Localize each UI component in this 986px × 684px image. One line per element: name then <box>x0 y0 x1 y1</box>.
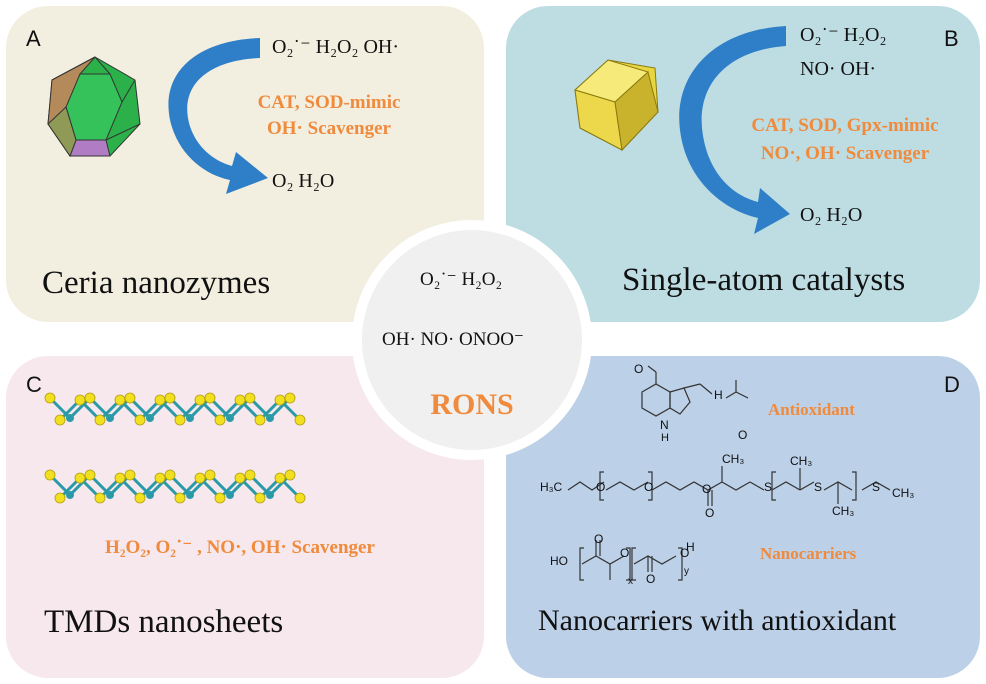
polymer-ch3-2-label: CH₃ <box>790 454 813 468</box>
polymer-o2-label: O <box>644 480 654 494</box>
plga-o1-label: O <box>594 532 604 546</box>
panel-single-atom-catalysts <box>506 6 980 322</box>
panel-letter-c: C <box>26 372 42 397</box>
rhombic-dodecahedron-icon <box>574 59 659 152</box>
polymer-ch3-4-label: CH₃ <box>892 486 915 500</box>
center-rons-circle <box>352 220 592 460</box>
panel-letter-d: D <box>944 372 960 397</box>
melatonin-o-label: O <box>634 362 644 376</box>
panel-b-activity-line1: CAT, SOD, Gpx-mimic <box>751 115 939 136</box>
polymer-s3-label: S <box>872 480 881 494</box>
label-antioxidant: Antioxidant <box>768 400 855 419</box>
plga-o3-label: O <box>646 572 656 586</box>
panel-nanocarriers <box>506 356 980 678</box>
polymer-ch3-3-label: CH₃ <box>832 504 855 518</box>
panel-c-activity: H₂O₂, O₂˙⁻ , NO·, OH· Scavenger <box>105 537 375 558</box>
melatonin-nh-label: H <box>714 388 723 402</box>
panel-b-title: Single-atom catalysts <box>622 262 906 298</box>
panel-a-reactants: O₂˙⁻ H₂O₂ OH· <box>272 36 400 58</box>
panel-letter-b: B <box>944 26 959 51</box>
panel-b-reactants-line1: O₂˙⁻ H₂O₂ <box>800 24 887 46</box>
polymer-o3-label: O <box>702 482 712 496</box>
melatonin-carbonyl-o-label: O <box>738 428 748 442</box>
panel-a-activity-line1: CAT, SOD-mimic <box>257 92 401 113</box>
polymer-structure-icon <box>567 466 891 506</box>
plga-ho-label: HO <box>550 554 568 568</box>
panel-a-products: O₂ H₂O <box>272 170 335 192</box>
panel-letter-a: A <box>26 26 41 51</box>
panel-b-activity-line2: NO·, OH· Scavenger <box>760 143 930 164</box>
curved-arrow-b-icon <box>679 26 790 234</box>
polymer-h3c-label: H₃C <box>540 480 563 494</box>
melatonin-structure-icon <box>641 365 749 417</box>
plga-y-label: y <box>684 566 689 577</box>
plga-x-label: x <box>628 576 633 587</box>
polymer-s2-label: S <box>814 480 823 494</box>
panel-b-reactants-line2: NO· OH· <box>800 58 877 80</box>
panel-a-title: Ceria nanozymes <box>42 265 271 301</box>
panel-c-title: TMDs nanosheets <box>44 604 284 640</box>
tmd-layered-structure-icon <box>44 392 306 504</box>
melatonin-h-label: H <box>661 432 669 444</box>
polymer-ch3-1-label: CH₃ <box>722 452 745 466</box>
label-nanocarriers: Nanocarriers <box>760 544 857 563</box>
panel-b-products: O₂ H₂O <box>800 204 863 226</box>
panel-a-activity-line2: OH· Scavenger <box>266 118 391 139</box>
curved-arrow-a-icon <box>168 38 268 194</box>
polymer-o1-label: O <box>596 480 606 494</box>
center-rons-label: RONS <box>430 388 514 421</box>
center-line2: OH· NO· ONOO⁻ <box>382 329 524 350</box>
plga-o4-label: O <box>680 546 690 560</box>
melatonin-n-label: N <box>660 418 669 432</box>
panel-d-title: Nanocarriers with antioxidant <box>538 604 897 637</box>
polymer-s1-label: S <box>764 480 773 494</box>
ceria-dodecahedron-icon <box>47 56 141 158</box>
plga-h-end-label: H <box>686 540 695 554</box>
plga-structure-icon <box>579 540 683 581</box>
center-line1: O₂˙⁻ H₂O₂ <box>420 269 503 290</box>
plga-o2-label: O <box>620 546 630 560</box>
polymer-carbonyl-o-label: O <box>705 506 715 520</box>
